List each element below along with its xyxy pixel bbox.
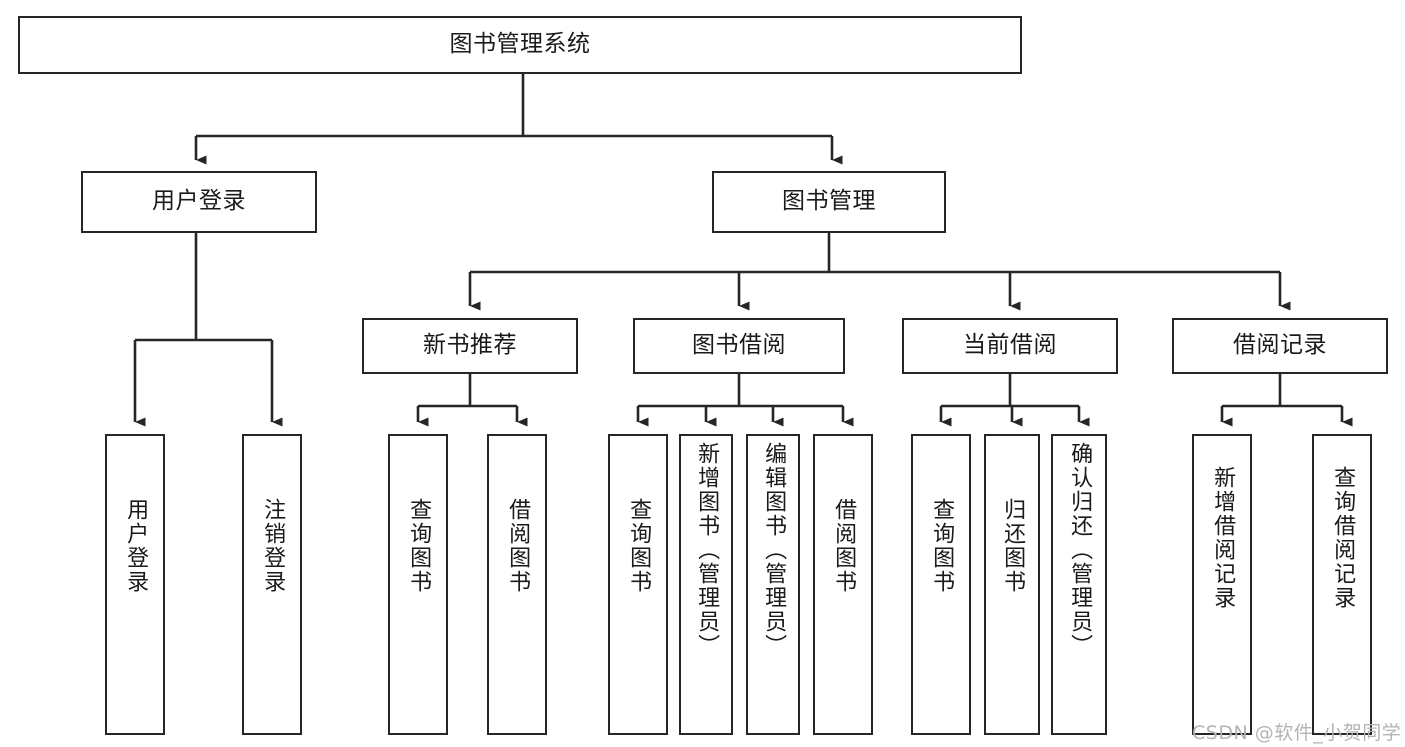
node-leaf-add-record[interactable]: 新增借阅记录 <box>1192 434 1252 735</box>
node-leaf-add-record-label: 新增借阅记录 <box>1210 466 1236 610</box>
node-borrow-record[interactable]: 借阅记录 <box>1172 318 1388 374</box>
watermark-text: CSDN @软件_小贺同学 <box>1192 722 1402 744</box>
node-leaf-borrow-book-2[interactable]: 借阅图书 <box>813 434 873 735</box>
node-leaf-query-book-1-label: 查询图书 <box>406 498 432 594</box>
node-book-manage[interactable]: 图书管理 <box>712 171 946 233</box>
node-leaf-user-login[interactable]: 用户登录 <box>105 434 165 735</box>
node-leaf-borrow-book-1[interactable]: 借阅图书 <box>487 434 547 735</box>
node-leaf-query-book-3-label: 查询图书 <box>929 498 955 594</box>
node-current-borrow[interactable]: 当前借阅 <box>902 318 1118 374</box>
node-borrow-record-label: 借阅记录 <box>1233 332 1327 359</box>
node-root[interactable]: 图书管理系统 <box>18 16 1022 74</box>
node-leaf-query-record-label: 查询借阅记录 <box>1330 466 1356 610</box>
node-leaf-query-book-2-label: 查询图书 <box>626 498 652 594</box>
node-leaf-confirm-return-label: 确认归还（管理员） <box>1067 442 1093 658</box>
node-leaf-add-book-label: 新增图书（管理员） <box>694 442 720 658</box>
node-new-book-recommend[interactable]: 新书推荐 <box>362 318 578 374</box>
node-leaf-edit-book[interactable]: 编辑图书（管理员） <box>746 434 800 735</box>
node-current-borrow-label: 当前借阅 <box>963 332 1057 359</box>
node-user-login[interactable]: 用户登录 <box>81 171 317 233</box>
node-user-login-label: 用户登录 <box>152 188 246 215</box>
node-leaf-borrow-book-1-label: 借阅图书 <box>505 498 531 594</box>
node-book-borrow-label: 图书借阅 <box>692 332 786 359</box>
node-leaf-query-book-3[interactable]: 查询图书 <box>911 434 971 735</box>
node-leaf-user-login-label: 用户登录 <box>123 498 149 594</box>
node-leaf-query-book-2[interactable]: 查询图书 <box>608 434 668 735</box>
node-leaf-edit-book-label: 编辑图书（管理员） <box>761 442 787 658</box>
node-root-label: 图书管理系统 <box>449 31 591 58</box>
node-leaf-borrow-book-2-label: 借阅图书 <box>831 498 857 594</box>
node-leaf-logout-label: 注销登录 <box>260 498 286 594</box>
node-book-manage-label: 图书管理 <box>782 188 876 215</box>
node-leaf-add-book[interactable]: 新增图书（管理员） <box>679 434 733 735</box>
node-book-borrow[interactable]: 图书借阅 <box>633 318 845 374</box>
node-leaf-query-record[interactable]: 查询借阅记录 <box>1312 434 1372 735</box>
node-new-book-recommend-label: 新书推荐 <box>423 332 517 359</box>
node-leaf-logout[interactable]: 注销登录 <box>242 434 302 735</box>
node-leaf-return-book[interactable]: 归还图书 <box>984 434 1040 735</box>
node-leaf-query-book-1[interactable]: 查询图书 <box>388 434 448 735</box>
node-leaf-confirm-return[interactable]: 确认归还（管理员） <box>1051 434 1107 735</box>
node-leaf-return-book-label: 归还图书 <box>1000 498 1026 594</box>
